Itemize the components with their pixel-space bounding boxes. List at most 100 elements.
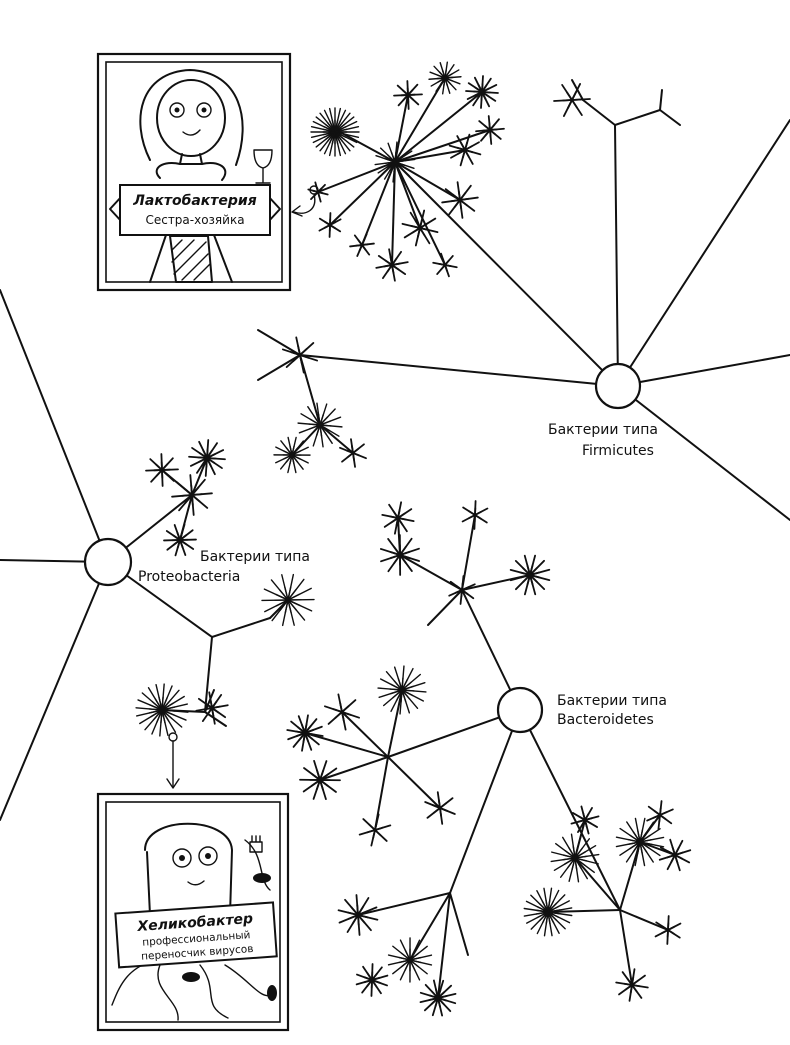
starburst-ray bbox=[634, 829, 644, 867]
starburst-ray bbox=[205, 439, 210, 468]
bacteria-starburst bbox=[448, 133, 482, 167]
starburst-ray bbox=[298, 420, 331, 434]
bacteria-starburst bbox=[615, 817, 665, 867]
starburst-ray bbox=[303, 767, 329, 787]
bacteria-starburst bbox=[281, 336, 319, 374]
starburst-ray bbox=[538, 902, 566, 930]
starburst-ray bbox=[473, 90, 499, 94]
phylum-hubs bbox=[83, 362, 642, 734]
label-bacteroidetes-line2: Bacteroidetes bbox=[557, 712, 654, 728]
starburst-ray bbox=[328, 218, 332, 238]
starburst-ray bbox=[559, 847, 583, 878]
starburst-ray bbox=[356, 238, 366, 257]
starburst-ray bbox=[424, 801, 449, 812]
starburst-ray bbox=[327, 705, 350, 725]
starburst-ray bbox=[545, 899, 553, 937]
starburst-ray bbox=[460, 142, 474, 165]
bacteria-starburst bbox=[358, 813, 392, 847]
lactobacillus-arrow bbox=[291, 185, 319, 217]
starburst-ray bbox=[430, 984, 453, 1006]
lactobacillus-subtitle: Сестра-хозяйка bbox=[145, 213, 244, 227]
starburst-ray bbox=[285, 348, 308, 368]
starburst-ray bbox=[287, 436, 295, 465]
starburst-ray bbox=[414, 219, 431, 245]
starburst-ray bbox=[457, 141, 480, 155]
starburst-ray bbox=[204, 702, 227, 719]
starburst-ray bbox=[414, 218, 423, 247]
starburst-ray bbox=[286, 729, 315, 736]
starburst-ray bbox=[435, 988, 444, 1017]
starburst-ray bbox=[149, 458, 169, 477]
starburst-ray bbox=[443, 61, 449, 87]
starburst-ray bbox=[562, 854, 599, 865]
starburst-ray bbox=[203, 704, 229, 711]
starburst-ray bbox=[279, 589, 306, 621]
bacteria-starburst bbox=[615, 968, 649, 1002]
bacteria-starburst bbox=[553, 83, 591, 117]
starburst-ray bbox=[366, 972, 382, 995]
starburst-ray bbox=[300, 413, 331, 432]
starburst-ray bbox=[153, 468, 179, 472]
starburst-ray bbox=[564, 850, 595, 874]
starburst-ray bbox=[377, 155, 405, 174]
starburst-ray bbox=[438, 262, 458, 269]
starburst-ray bbox=[450, 196, 479, 203]
starburst-ray bbox=[328, 107, 339, 145]
starburst-ray bbox=[198, 440, 212, 467]
helicobacter-arrow bbox=[166, 732, 180, 789]
lactobacillus-portrait: Лактобактерия Сестра-хозяйка bbox=[96, 52, 292, 292]
starburst-ray bbox=[281, 586, 292, 627]
starburst-ray bbox=[666, 847, 680, 871]
bacteria-starburst bbox=[658, 838, 692, 872]
starburst-ray bbox=[379, 678, 414, 697]
starburst-ray bbox=[383, 152, 401, 180]
starburst-ray bbox=[392, 510, 408, 533]
starburst-ray bbox=[382, 257, 398, 280]
starburst-ray bbox=[275, 587, 312, 607]
starburst-ray bbox=[366, 966, 383, 988]
starburst-ray bbox=[437, 69, 460, 83]
starburst-ray bbox=[280, 440, 299, 463]
bacteria-starburst bbox=[381, 501, 415, 535]
starburst-ray bbox=[331, 107, 342, 145]
starburst-ray bbox=[448, 586, 470, 597]
starburst-ray bbox=[350, 438, 355, 461]
starburst-ray bbox=[160, 453, 164, 479]
starburst-ray bbox=[410, 225, 439, 234]
starburst-ray bbox=[181, 492, 213, 497]
starburst-ray bbox=[661, 925, 681, 939]
starburst-ray bbox=[627, 838, 665, 848]
starburst-ray bbox=[159, 696, 164, 737]
starburst-ray bbox=[363, 974, 389, 984]
tree-branches bbox=[0, 77, 790, 999]
bacteria-starburst bbox=[261, 573, 315, 627]
starburst-ray bbox=[384, 259, 407, 275]
starburst-ray bbox=[526, 905, 560, 924]
starburst-ray bbox=[615, 839, 653, 848]
bacteria-starburst bbox=[475, 115, 505, 145]
starburst-ray bbox=[480, 75, 484, 101]
starburst-ray bbox=[393, 666, 407, 703]
starburst-ray bbox=[514, 560, 538, 583]
starburst-ray bbox=[568, 846, 588, 880]
bacteria-starburst bbox=[273, 436, 311, 474]
starburst-ray bbox=[197, 456, 226, 461]
starburst-ray bbox=[484, 118, 500, 137]
starburst-ray bbox=[176, 523, 186, 549]
starburst-ray bbox=[402, 83, 419, 102]
starburst-ray bbox=[374, 160, 406, 166]
starburst-ray bbox=[307, 405, 327, 435]
bacteria-starburst bbox=[432, 252, 458, 278]
starburst-ray bbox=[387, 545, 407, 573]
starburst-ray bbox=[541, 900, 560, 934]
starburst-ray bbox=[171, 538, 197, 542]
starburst-ray bbox=[377, 687, 415, 692]
starburst-ray bbox=[456, 146, 482, 156]
starburst-ray bbox=[275, 446, 301, 460]
starburst-ray bbox=[400, 93, 423, 97]
starburst-ray bbox=[400, 952, 428, 975]
starburst-ray bbox=[149, 704, 187, 721]
starburst-ray bbox=[201, 442, 218, 467]
bacteria-starburst bbox=[299, 759, 341, 801]
bacteria-starburst bbox=[286, 714, 324, 752]
